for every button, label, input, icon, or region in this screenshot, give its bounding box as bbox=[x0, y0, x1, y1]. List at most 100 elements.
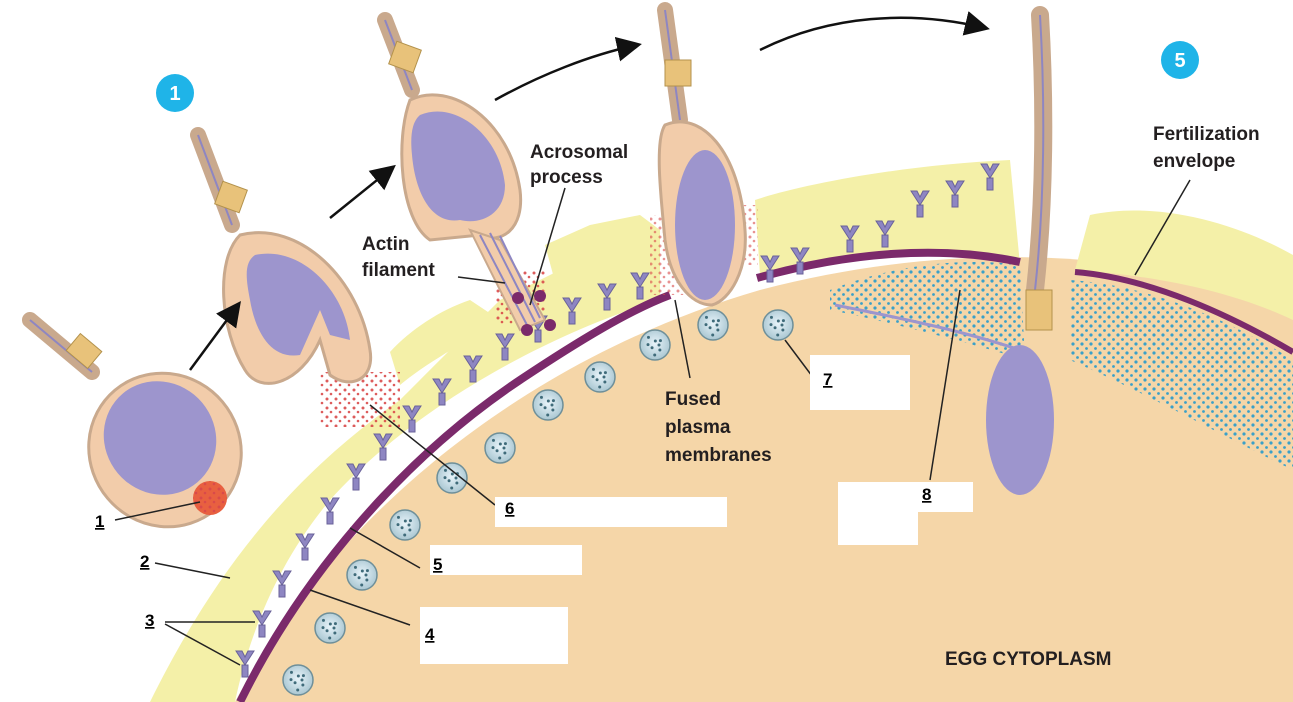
granule-dot bbox=[498, 456, 501, 459]
granule-dot bbox=[360, 583, 363, 586]
fused-membranes-label: membranes bbox=[665, 445, 772, 466]
granule-dot bbox=[296, 688, 299, 691]
granule-dot bbox=[322, 619, 325, 622]
granule-dot bbox=[770, 316, 773, 319]
granule-dot bbox=[333, 632, 336, 635]
answer-box-6 bbox=[495, 497, 727, 527]
granule-dot bbox=[401, 526, 404, 529]
granule-dot bbox=[776, 333, 779, 336]
granule-dot bbox=[444, 476, 447, 479]
granule-dot bbox=[444, 469, 447, 472]
granule-dot bbox=[408, 529, 411, 532]
granule-dot bbox=[540, 396, 543, 399]
granule-dot bbox=[409, 519, 412, 522]
granule-dot bbox=[596, 378, 599, 381]
fertilization-envelope-label: Fertilization bbox=[1153, 124, 1260, 145]
number-6: 6 bbox=[505, 499, 514, 518]
granule-dot bbox=[658, 344, 661, 347]
granule-dot bbox=[547, 400, 550, 403]
granule-dot bbox=[651, 346, 654, 349]
granule-dot bbox=[552, 399, 555, 402]
granule-dot bbox=[328, 636, 331, 639]
number-8: 8 bbox=[922, 485, 931, 504]
granule-dot bbox=[705, 316, 708, 319]
granule-dot bbox=[455, 477, 458, 480]
leader-2 bbox=[155, 563, 230, 578]
sperm-stage-2 bbox=[198, 135, 371, 383]
granule-dot bbox=[544, 406, 547, 409]
number-4: 4 bbox=[425, 625, 435, 644]
granule-dot bbox=[603, 381, 606, 384]
step-1-label: 1 bbox=[169, 83, 180, 105]
granule-dot bbox=[659, 339, 662, 342]
granule-dot bbox=[716, 329, 719, 332]
acrosomal-process-label: process bbox=[530, 167, 603, 188]
granule-dot bbox=[781, 324, 784, 327]
granule-dot bbox=[551, 409, 554, 412]
granule-dot bbox=[361, 570, 364, 573]
granule-dot bbox=[492, 439, 495, 442]
granule-dot bbox=[366, 569, 369, 572]
granule-dot bbox=[709, 326, 712, 329]
granule-dot bbox=[499, 443, 502, 446]
granule-dot bbox=[647, 336, 650, 339]
granule-dot bbox=[716, 324, 719, 327]
granule-dot bbox=[354, 573, 357, 576]
sperm-stage-4 bbox=[659, 10, 745, 305]
granule-dot bbox=[546, 413, 549, 416]
granule-dot bbox=[290, 671, 293, 674]
granule-dot bbox=[326, 629, 329, 632]
receptor-glyph bbox=[321, 498, 339, 524]
granule-dot bbox=[322, 626, 325, 629]
fused-membranes-label: plasma bbox=[665, 417, 731, 438]
acrosomal-process-label: Acrosomal bbox=[530, 142, 628, 163]
granule-dot bbox=[603, 376, 606, 379]
granule-dot bbox=[598, 385, 601, 388]
granule-dot bbox=[354, 566, 357, 569]
granule-dot bbox=[653, 353, 656, 356]
granule-dot bbox=[297, 675, 300, 678]
number-5: 5 bbox=[433, 555, 442, 574]
fertilization-envelope-label: envelope bbox=[1153, 151, 1235, 172]
granule-dot bbox=[329, 623, 332, 626]
granule-dot bbox=[403, 533, 406, 536]
granule-dot bbox=[365, 579, 368, 582]
answer-box-8b bbox=[838, 505, 918, 545]
granule-dot bbox=[397, 516, 400, 519]
granule-dot bbox=[301, 679, 304, 682]
granule-dot bbox=[774, 326, 777, 329]
granule-dot bbox=[397, 523, 400, 526]
granule-dot bbox=[404, 520, 407, 523]
answer-box-5 bbox=[430, 545, 582, 575]
granule-dot bbox=[717, 319, 720, 322]
granule-dot bbox=[408, 524, 411, 527]
step-5-label: 5 bbox=[1174, 50, 1185, 72]
granule-dot bbox=[294, 681, 297, 684]
answer-box-4 bbox=[420, 607, 568, 664]
granule-dot bbox=[455, 482, 458, 485]
granule-dot bbox=[658, 349, 661, 352]
arrow-2 bbox=[330, 168, 392, 218]
granule-dot bbox=[647, 343, 650, 346]
granule-dot bbox=[448, 479, 451, 482]
granule-dot bbox=[592, 368, 595, 371]
granule-dot bbox=[781, 329, 784, 332]
granule-dot bbox=[540, 403, 543, 406]
number-2: 2 bbox=[140, 552, 149, 571]
granule-dot bbox=[358, 576, 361, 579]
granule-dot bbox=[711, 333, 714, 336]
granule-dot bbox=[592, 375, 595, 378]
receptor-glyph bbox=[273, 571, 291, 597]
actin-filament-label: Actin bbox=[362, 234, 410, 255]
number-7: 7 bbox=[823, 370, 832, 389]
granule-dot bbox=[777, 320, 780, 323]
granule-dot bbox=[451, 473, 454, 476]
receptor-glyph bbox=[296, 534, 314, 560]
granule-dot bbox=[334, 622, 337, 625]
granule-dot bbox=[301, 684, 304, 687]
granule-dot bbox=[333, 627, 336, 630]
granule-dot bbox=[782, 319, 785, 322]
granule-dot bbox=[492, 446, 495, 449]
fused-membranes-label: Fused bbox=[665, 389, 721, 410]
